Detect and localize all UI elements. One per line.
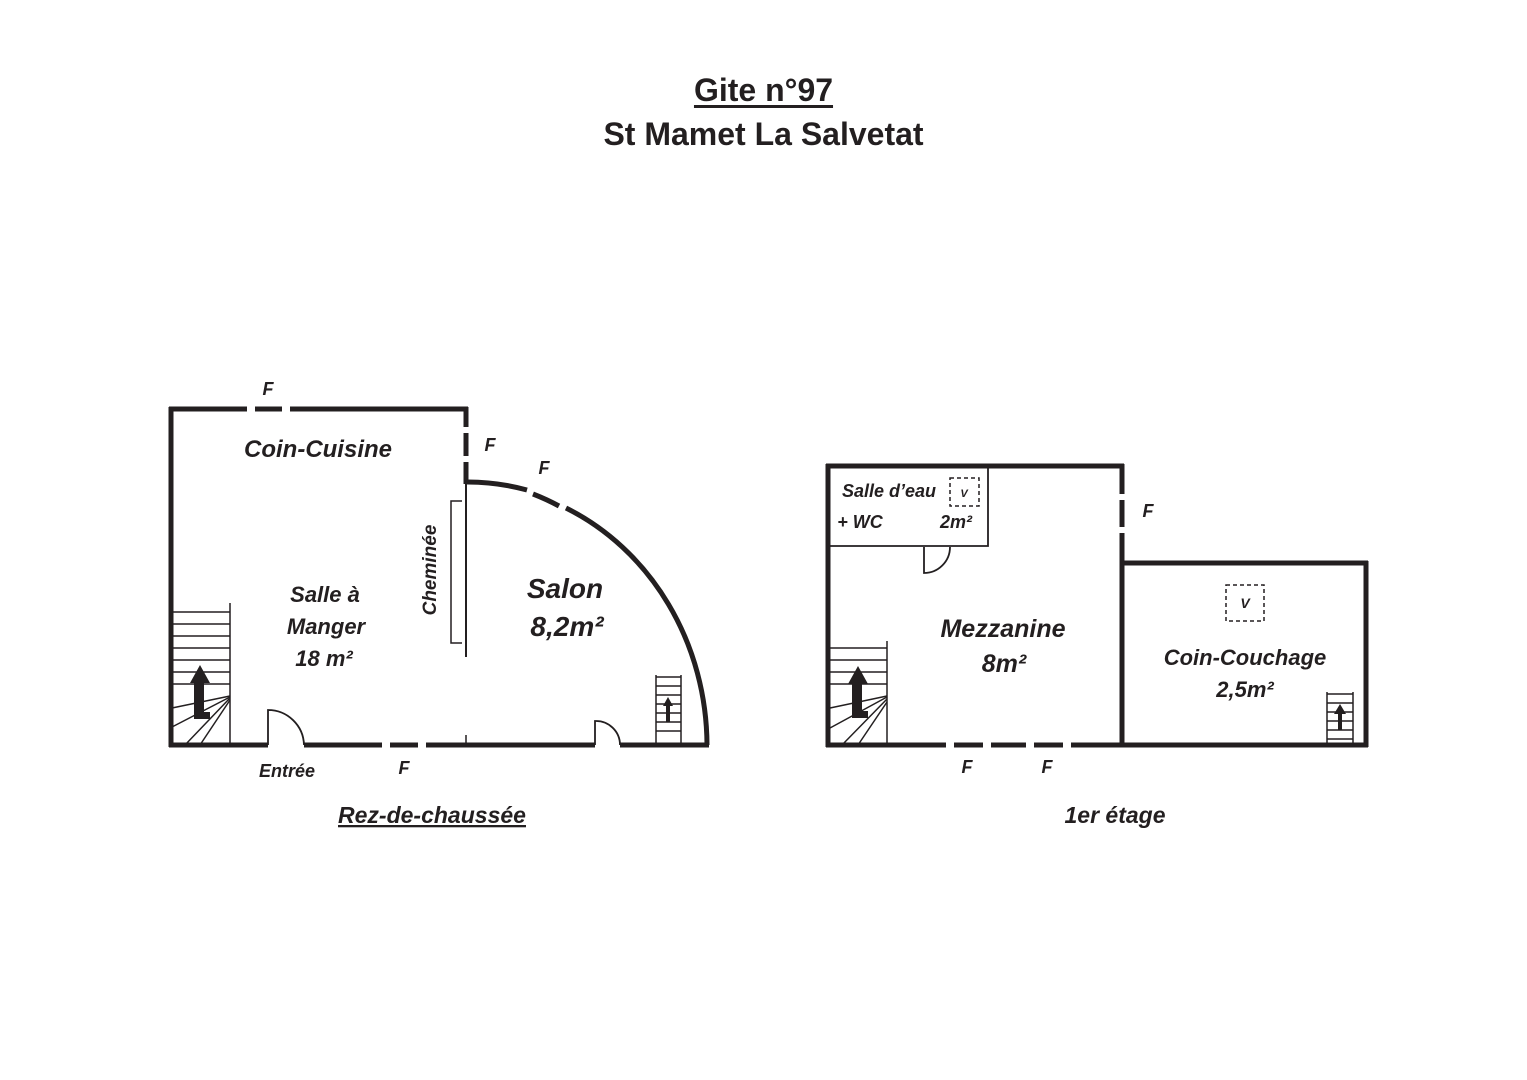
entrance-label: Entrée [259,761,315,781]
first-floor-walls [825,463,1369,748]
salon-door-icon [594,720,621,746]
plan-title: Gite n°97 [693,72,834,108]
room-area-mezzanine: 8m² [982,650,1027,678]
first-floor-plan [825,463,1369,748]
room-label-dining-2: Manger [287,614,367,639]
room-label-mezzanine: Mezzanine [940,615,1065,643]
ground-floor-plan [168,406,710,748]
window-mark: F [1143,501,1155,521]
vent-box [949,477,980,507]
fireplace-outline [450,500,462,644]
stair-up-arrow-icon [190,665,210,719]
ladder-arrow-icon [1334,704,1346,730]
window-mark: F [539,458,551,478]
vent-box [1225,584,1265,622]
bathroom-door-icon [923,546,951,574]
room-label-bathroom-1: Salle d’eau [842,481,936,501]
stair-up-arrow-icon [848,666,868,718]
window-mark: F [962,757,974,777]
vent-label: V [960,488,969,500]
room-label-dining-1: Salle à [290,582,360,607]
first-floor-label: 1er étage [1064,802,1165,828]
vent-label: V [1240,595,1251,611]
room-label-salon: Salon [527,573,603,604]
bathroom-partition [830,468,989,547]
ground-floor-label: Rez-de-chaussée [338,802,526,828]
room-label-kitchen: Coin-Cuisine [244,436,392,463]
room-area-sleeping: 2,5m² [1215,677,1274,702]
room-label-bathroom-2: + WC [837,512,884,532]
entrance-door-icon [267,709,305,746]
room-area-bathroom: 2m² [939,512,973,532]
room-label-sleeping: Coin-Couchage [1164,645,1327,670]
fireplace-label: Cheminée [420,524,441,615]
window-mark: F [1042,757,1054,777]
window-mark: F [263,379,275,399]
ground-floor-walls [168,406,709,748]
window-mark: F [485,435,497,455]
plan-subtitle: St Mamet La Salvetat [603,116,924,152]
room-area-dining: 18 m² [295,646,353,671]
window-mark: F [399,758,411,778]
ladder-arrow-icon [663,697,673,722]
room-area-salon: 8,2m² [530,611,604,642]
salon-curved-wall [465,479,710,746]
